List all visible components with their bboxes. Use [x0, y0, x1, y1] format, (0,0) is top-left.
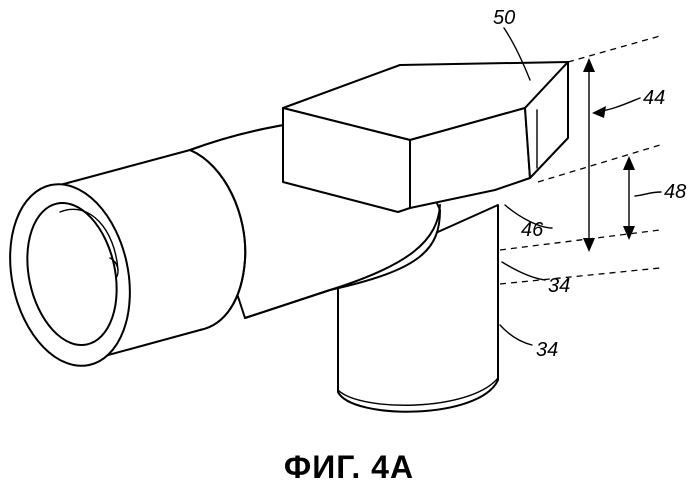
label-50: 50: [493, 7, 515, 29]
label-34-lower: 34: [536, 339, 558, 361]
figure-caption: ФИГ. 4A: [284, 449, 414, 485]
label-46: 46: [521, 219, 544, 241]
dimension-44: [583, 58, 595, 252]
label-34-upper: 34: [548, 275, 570, 297]
label-48: 48: [664, 181, 686, 203]
dimension-48: [623, 156, 635, 240]
label-44: 44: [643, 87, 665, 109]
top-block: [283, 62, 568, 212]
